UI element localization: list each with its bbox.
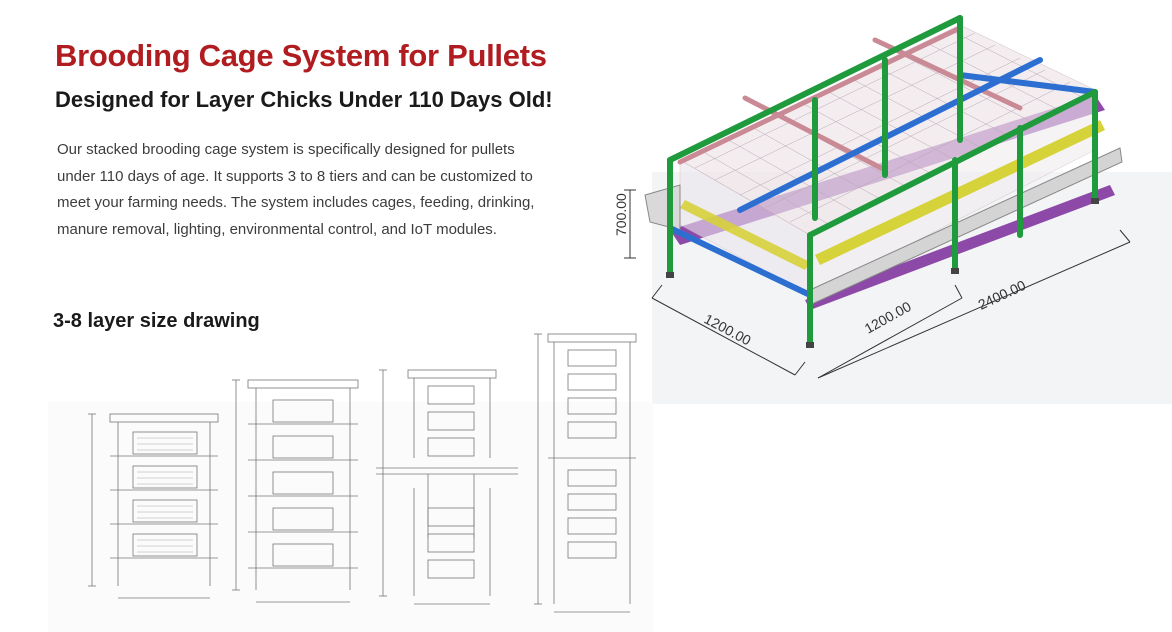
drawings-background — [48, 402, 653, 632]
drawing-4-tier — [88, 413, 219, 599]
dimension-height: 700.00 — [613, 193, 629, 236]
cage-render-drawing: 700.00 1200.00 1200.00 2400.00 — [613, 15, 1131, 379]
layer-size-drawings — [48, 328, 653, 632]
drawing-8-tier — [534, 333, 637, 613]
layer-drawings-svg — [88, 333, 637, 613]
dimension-width-right: 1200.00 — [862, 298, 914, 337]
drawing-5-tier — [232, 379, 359, 603]
dimension-width-left: 1200.00 — [702, 311, 754, 349]
drawing-6-tier — [376, 369, 518, 605]
section-heading: 3-8 layer size drawing — [53, 310, 260, 332]
dimension-length: 2400.00 — [976, 277, 1029, 313]
page-subtitle: Designed for Layer Chicks Under 110 Days… — [55, 87, 553, 112]
cage-3d-render: 700.00 1200.00 1200.00 2400.00 — [600, 0, 1172, 405]
product-description: Our stacked brooding cage system is spec… — [57, 141, 535, 238]
page-title: Brooding Cage System for Pullets — [55, 38, 547, 73]
